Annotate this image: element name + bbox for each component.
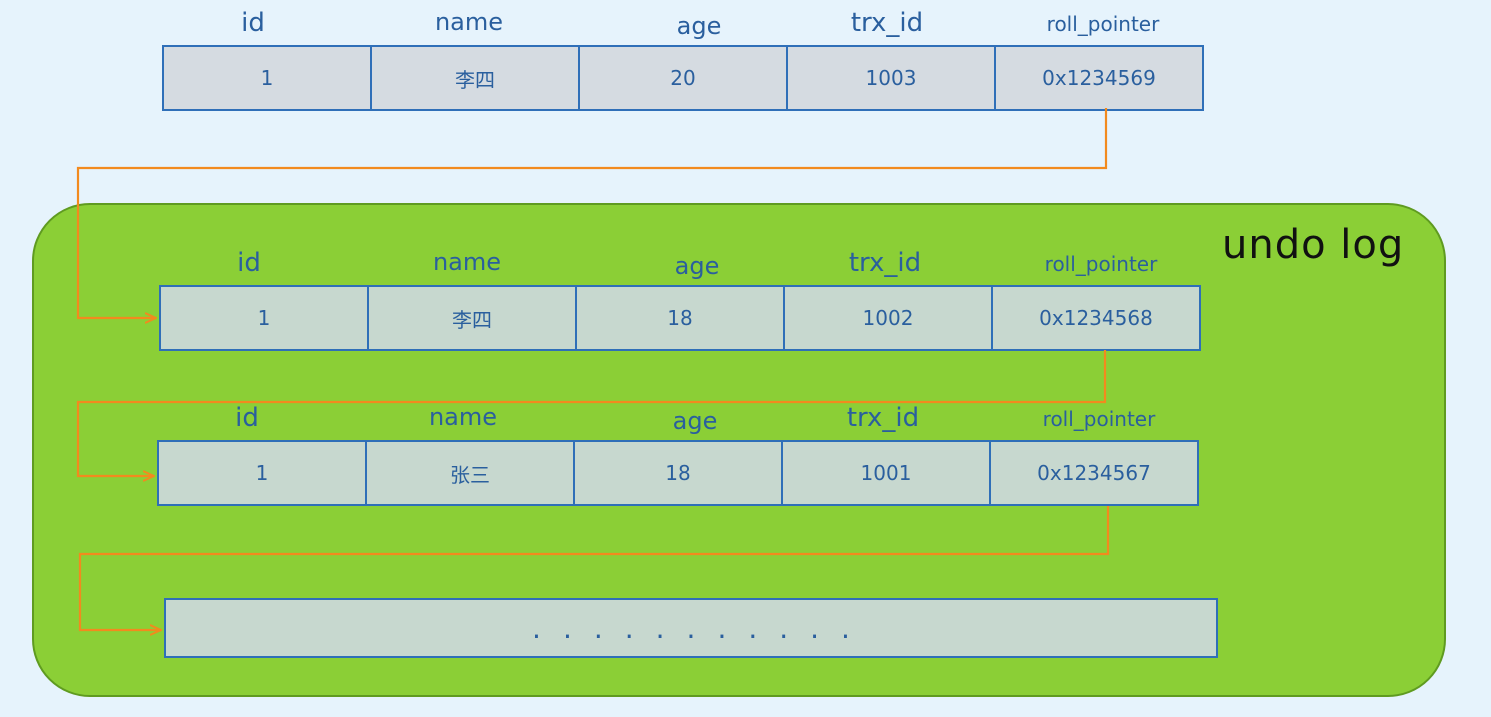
- cell-age: 18: [573, 440, 783, 506]
- cell-trx-id: 1001: [781, 440, 991, 506]
- header-roll-pointer: roll_pointer: [1046, 12, 1160, 36]
- cell-name: 张三: [365, 440, 575, 506]
- cell-trx-id: 1003: [786, 45, 996, 111]
- undo-log-label: undo log: [1222, 222, 1405, 268]
- undo-row-2: 1 张三 18 1001 0x1234567: [157, 440, 1199, 506]
- header-age: age: [676, 12, 722, 40]
- header-age: age: [674, 252, 720, 280]
- header-name: name: [434, 8, 504, 36]
- header-id: id: [235, 403, 259, 433]
- cell-roll-pointer: 0x1234569: [994, 45, 1204, 111]
- undo-row-1: 1 李四 18 1002 0x1234568: [159, 285, 1201, 351]
- header-name: name: [432, 248, 502, 276]
- current-row: 1 李四 20 1003 0x1234569: [162, 45, 1204, 111]
- cell-age: 18: [575, 285, 785, 351]
- ellipsis-text: ...........: [532, 611, 872, 645]
- header-trx-id: trx_id: [848, 248, 922, 278]
- header-trx-id: trx_id: [850, 8, 924, 38]
- header-name: name: [428, 403, 498, 431]
- undo-ellipsis-row: ...........: [164, 598, 1218, 658]
- cell-trx-id: 1002: [783, 285, 993, 351]
- arrow-undo-1-to-undo-2: [76, 350, 1107, 476]
- cell-roll-pointer: 0x1234567: [989, 440, 1199, 506]
- header-roll-pointer: roll_pointer: [1044, 252, 1158, 276]
- header-age: age: [672, 407, 718, 435]
- header-roll-pointer: roll_pointer: [1042, 407, 1156, 431]
- cell-id: 1: [159, 285, 369, 351]
- header-id: id: [237, 248, 261, 278]
- arrow-current-to-undo-1: [76, 108, 1108, 318]
- arrow-undo-2-to-ellipsis: [78, 506, 1110, 630]
- cell-name: 李四: [367, 285, 577, 351]
- header-trx-id: trx_id: [846, 403, 920, 433]
- cell-roll-pointer: 0x1234568: [991, 285, 1201, 351]
- header-id: id: [241, 8, 265, 38]
